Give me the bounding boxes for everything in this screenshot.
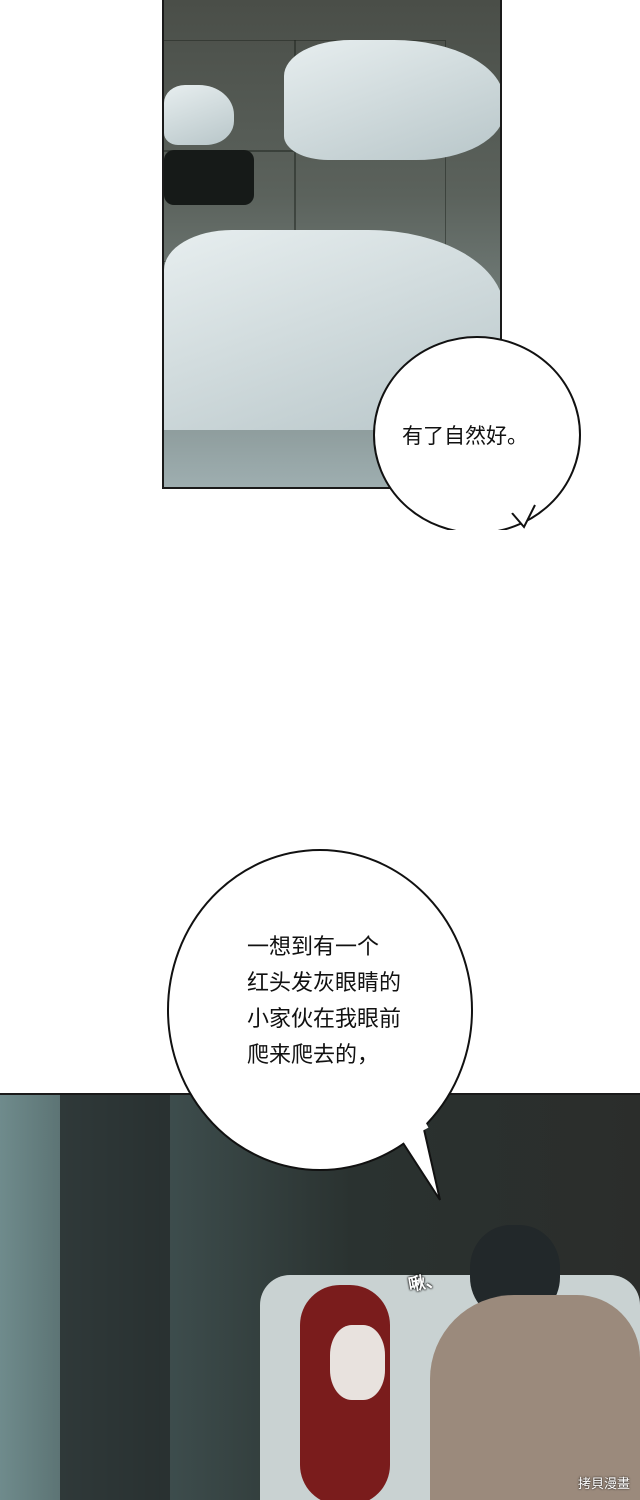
bubble-line: 爬来爬去的， [247,1043,380,1068]
man-body [430,1295,640,1500]
bubble-line: 一想到有一个 [247,935,380,960]
bubble-text: 有了自然好。 [402,424,528,448]
pillow [164,85,234,145]
comic-panel-floor-sheets [162,0,502,489]
watermark: 拷貝漫畫 [577,1477,630,1492]
speech-bubble-1: 有了自然好。 [372,335,592,530]
speech-bubble-2: 一想到有一个 红头发灰眼睛的 小家伙在我眼前 爬来爬去的， [165,825,475,1205]
bubble-line: 小家伙在我眼前 [247,1007,402,1032]
dark-cloth [164,150,254,205]
girl-face [330,1325,385,1400]
bubble-text: 一想到有一个 红头发灰眼睛的 小家伙在我眼前 爬来爬去的， [247,930,401,1074]
bubble-line: 红头发灰眼睛的 [247,971,402,996]
white-sheet [284,40,500,160]
curtain [60,1095,170,1500]
